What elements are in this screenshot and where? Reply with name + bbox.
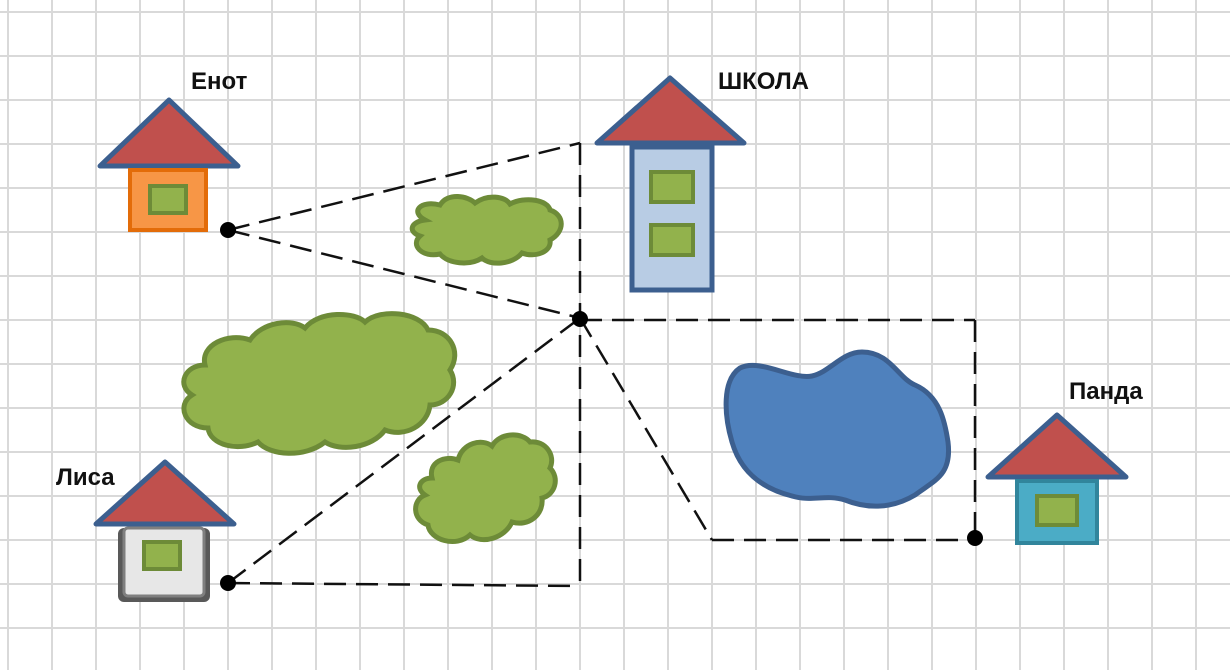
route-raccoon-to-school-top: [227, 141, 581, 232]
lake: [723, 349, 952, 509]
node-center: [572, 311, 588, 327]
label-fox: Лиса: [56, 464, 115, 491]
route-lines: [227, 141, 977, 588]
house-raccoon: [97, 97, 241, 232]
bush-small-top: [409, 194, 564, 266]
route-fox-horizontal: [227, 581, 581, 588]
bush-large-left: [181, 311, 458, 456]
house-panda: [985, 412, 1129, 545]
node-raccoon: [220, 222, 236, 238]
house-raccoon-roof: [97, 97, 241, 169]
school-window-upper: [649, 170, 695, 204]
route-nodes: [220, 222, 983, 591]
house-panda-window: [1035, 494, 1079, 527]
school-body: [629, 144, 715, 293]
house-panda-roof: [985, 412, 1129, 480]
house-fox: [93, 459, 237, 602]
label-raccoon: Енот: [191, 68, 248, 95]
node-panda: [967, 530, 983, 546]
node-fox: [220, 575, 236, 591]
label-panda: Панда: [1069, 378, 1143, 405]
route-center-to-lake-corner: [578, 317, 714, 541]
house-fox-window: [142, 540, 182, 571]
school-building: [594, 75, 747, 293]
bush-small-bottom: [413, 432, 558, 544]
school-window-lower: [649, 223, 695, 257]
label-school: ШКОЛА: [718, 68, 809, 95]
house-raccoon-window: [148, 184, 188, 215]
route-raccoon-to-center: [227, 228, 581, 320]
school-roof: [594, 75, 747, 146]
house-fox-roof: [93, 459, 237, 527]
bushes: [181, 194, 564, 544]
route-fox-to-center: [227, 317, 581, 584]
house-panda-body: [1015, 479, 1099, 545]
